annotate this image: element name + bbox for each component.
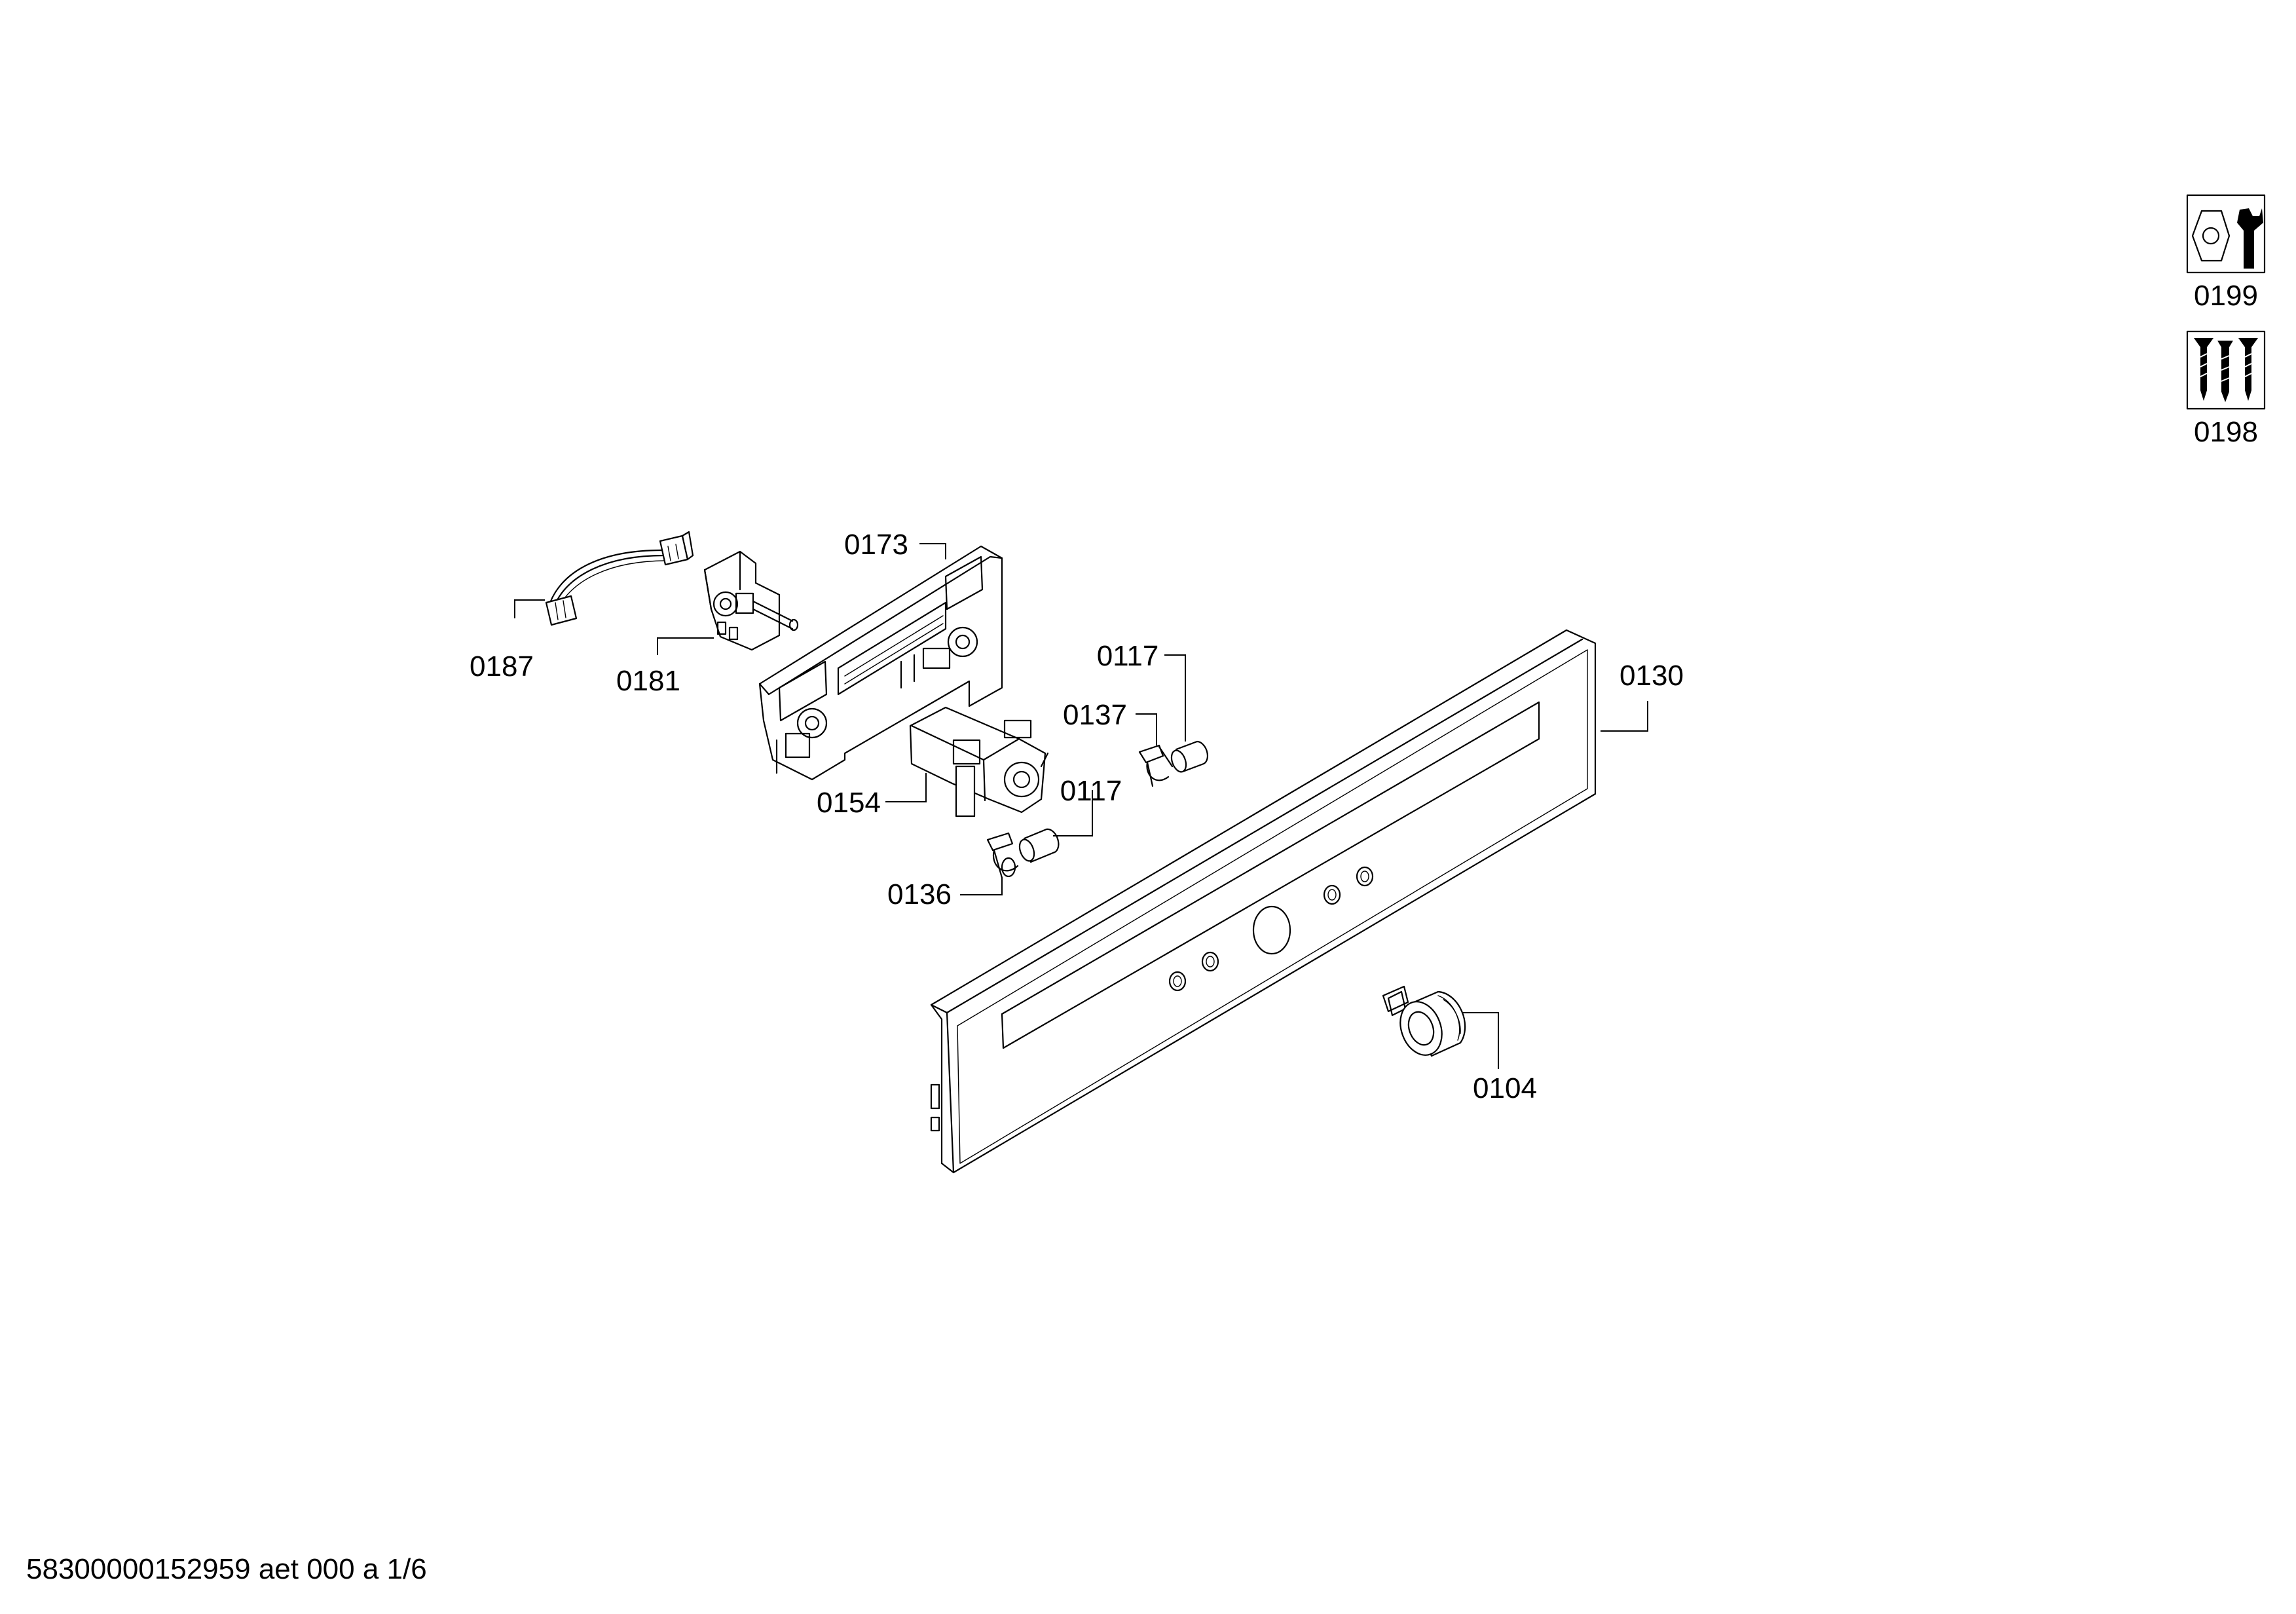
part-number-0136: 0136: [887, 878, 952, 910]
part-number-0137: 0137: [1063, 699, 1127, 731]
document-id: 58300000152959 aet 000 a 1/6: [26, 1553, 427, 1585]
control-frame-drawing: [758, 545, 1003, 781]
leader-line-0136: [960, 878, 1003, 895]
switch-module-drawing: [703, 550, 799, 651]
part-number-0173: 0173: [844, 529, 908, 561]
control-panel-drawing: [930, 629, 1597, 1174]
nut-wrench-icon: [2186, 194, 2266, 274]
clip-upper-drawing: [1138, 744, 1174, 787]
leader-line-0117-upper: [1164, 654, 1186, 741]
leader-line-0104: [1462, 1012, 1499, 1069]
part-number-0198: 0198: [2194, 416, 2258, 448]
screws-icon: [2186, 330, 2266, 410]
part-number-0130: 0130: [1620, 660, 1684, 692]
part-number-0181: 0181: [616, 665, 680, 697]
leader-line-0154: [885, 773, 927, 802]
leader-line-0173: [919, 543, 946, 559]
clip-lower-drawing: [986, 832, 1019, 879]
leader-line-0117-lower: [1053, 790, 1093, 836]
leader-line-0187: [514, 599, 545, 618]
part-number-0199: 0199: [2194, 280, 2258, 312]
cylinder-cap-lower-drawing: [1018, 828, 1060, 863]
part-number-0187: 0187: [470, 650, 534, 683]
part-number-0117-upper: 0117: [1097, 640, 1159, 672]
part-number-0154: 0154: [817, 787, 881, 819]
leader-line-0181: [657, 637, 714, 655]
part-number-0117-lower: 0117: [1060, 775, 1122, 807]
leader-line-0130: [1601, 701, 1648, 732]
cylinder-cap-upper-drawing: [1170, 740, 1209, 773]
part-number-0104: 0104: [1473, 1072, 1537, 1104]
rotary-switch-drawing: [909, 706, 1049, 817]
cable-harness-drawing: [545, 531, 694, 626]
leader-line-0137: [1136, 713, 1157, 745]
control-knob-drawing: [1382, 985, 1466, 1057]
